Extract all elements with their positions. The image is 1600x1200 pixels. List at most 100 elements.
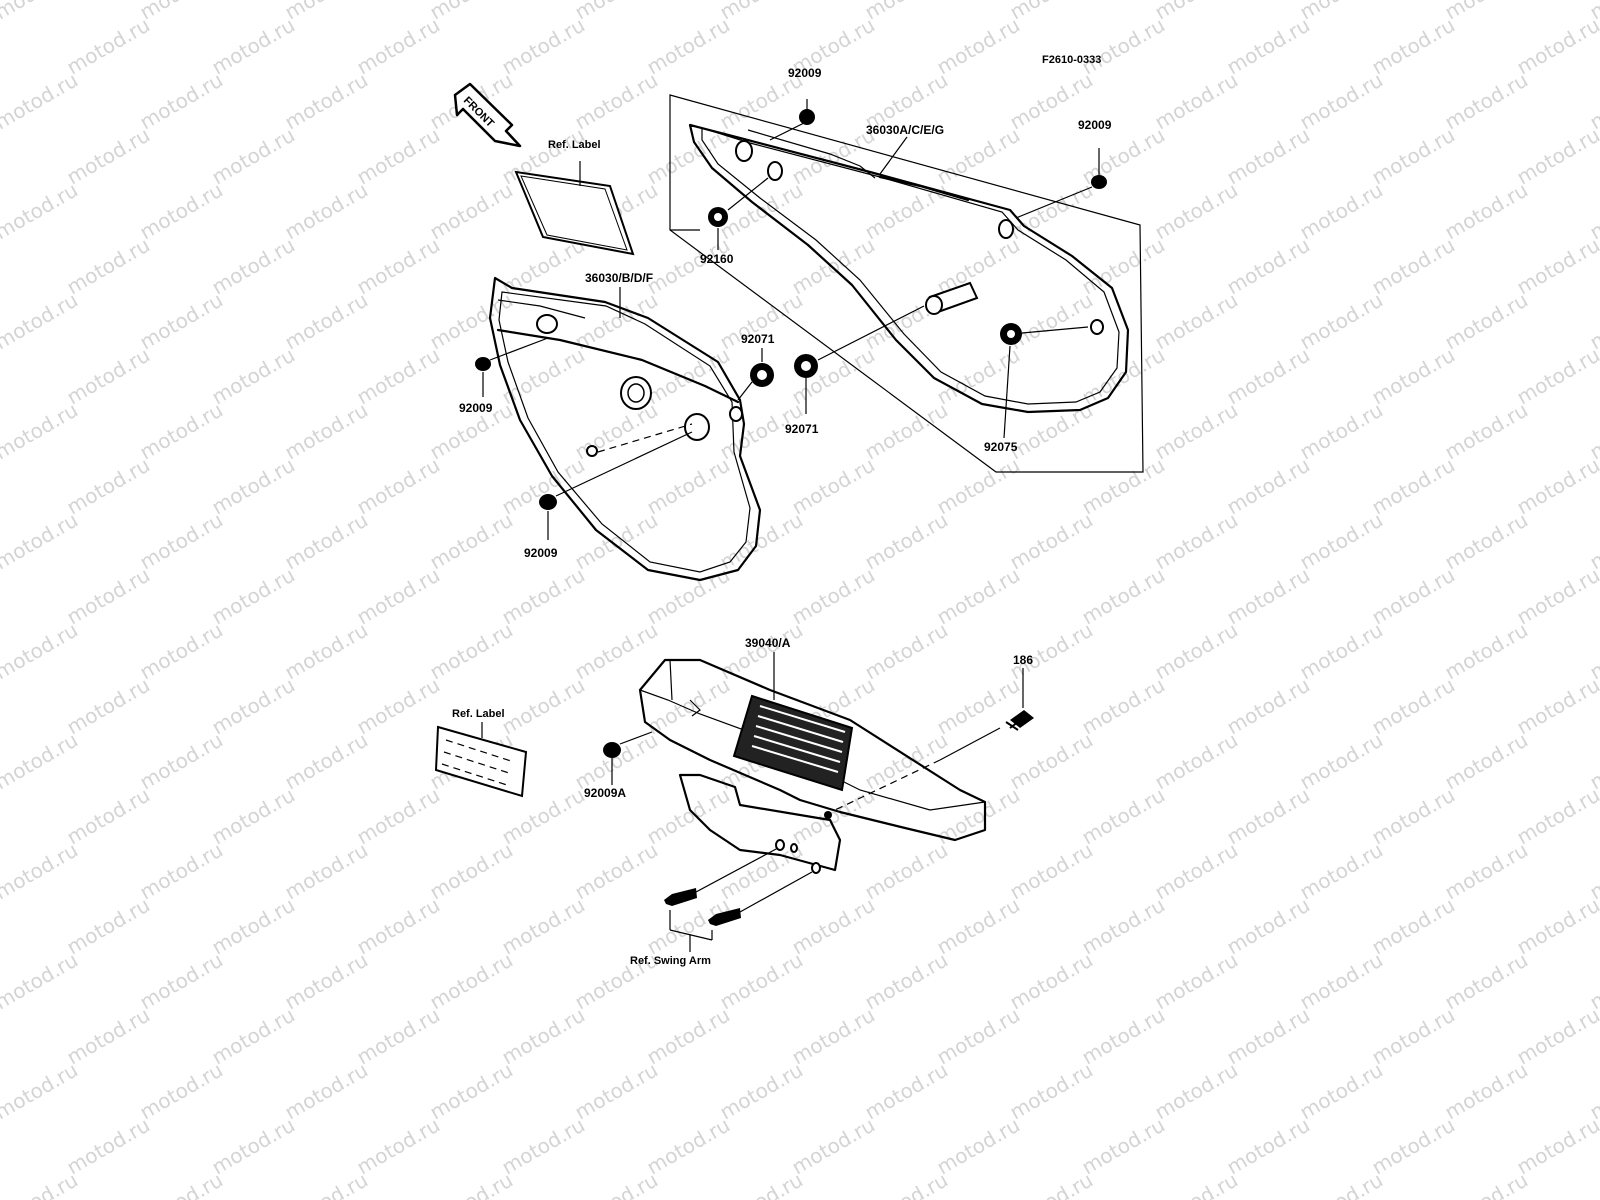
watermark-text: motod.ru <box>933 123 1024 190</box>
watermark-text: motod.ru <box>136 618 227 685</box>
watermark-text: motod.ru <box>208 453 299 520</box>
watermark-text: motod.ru <box>933 13 1024 80</box>
watermark-text: motod.ru <box>571 618 662 685</box>
watermark-text: motod.ru <box>571 1168 662 1200</box>
watermark-text: motod.ru <box>933 453 1024 520</box>
watermark-text: motod.ru <box>1296 838 1387 905</box>
watermark-text: motod.ru <box>1513 123 1600 190</box>
watermark-text: motod.ru <box>643 783 734 850</box>
watermark-text: motod.ru <box>208 1003 299 1070</box>
watermark-text: motod.ru <box>1078 123 1169 190</box>
watermark-text: motod.ru <box>281 508 372 575</box>
watermark-text: motod.ru <box>1441 398 1532 465</box>
watermark-text: motod.ru <box>1223 783 1314 850</box>
watermark-text: motod.ru <box>1151 288 1242 355</box>
watermark-text: motod.ru <box>933 343 1024 410</box>
watermark-text: motod.ru <box>208 1113 299 1180</box>
grommet-92071-lower-icon <box>794 354 818 414</box>
label-92009-left: 92009 <box>459 401 493 415</box>
watermark-text: motod.ru <box>1223 343 1314 410</box>
watermark-text: motod.ru <box>281 618 372 685</box>
watermark-text: motod.ru <box>1006 948 1097 1015</box>
watermark-text: motod.ru <box>571 288 662 355</box>
watermark-text: motod.ru <box>498 1113 589 1180</box>
watermark-text: motod.ru <box>281 1168 372 1200</box>
watermark-text: motod.ru <box>281 398 372 465</box>
label-92009-right: 92009 <box>1078 118 1112 132</box>
watermark-text: motod.ru <box>643 893 734 960</box>
watermark-text: motod.ru <box>0 1058 82 1125</box>
watermark-text: motod.ru <box>63 343 154 410</box>
watermark-text: motod.ru <box>1078 1113 1169 1180</box>
watermark-text: motod.ru <box>933 893 1024 960</box>
watermark-text: motod.ru <box>1078 233 1169 300</box>
chain-guard <box>638 658 987 874</box>
label-92009-top: 92009 <box>788 66 822 80</box>
watermark-text: motod.ru <box>0 1168 82 1200</box>
watermark-text: motod.ru <box>1151 508 1242 575</box>
watermark-text: motod.ru <box>1151 618 1242 685</box>
watermark-text: motod.ru <box>63 783 154 850</box>
watermark-text: motod.ru <box>1441 288 1532 355</box>
watermark-text: motod.ru <box>426 1058 517 1125</box>
label-36030aceg: 36030A/C/E/G <box>866 123 944 137</box>
label-92009-bottom: 92009 <box>524 546 558 560</box>
watermark-text: motod.ru <box>136 68 227 135</box>
ref-label-sticker-bottom <box>434 722 528 798</box>
watermark-text: motod.ru <box>1368 1003 1459 1070</box>
label-36030bdf: 36030/B/D/F <box>585 271 653 285</box>
watermark-text: motod.ru <box>788 1113 879 1180</box>
watermark-text: motod.ru <box>0 838 82 905</box>
watermark-text: motod.ru <box>571 728 662 795</box>
watermark-text: motod.ru <box>571 398 662 465</box>
watermark-text: motod.ru <box>0 178 82 245</box>
watermark-text: motod.ru <box>353 1113 444 1180</box>
watermark-text: motod.ru <box>1006 288 1097 355</box>
side-cover-right <box>688 123 1130 414</box>
watermark-text: motod.ru <box>1296 948 1387 1015</box>
watermark-text: motod.ru <box>1151 178 1242 245</box>
watermark-text: motod.ru <box>1513 1113 1600 1180</box>
cover-frame-right <box>669 94 1144 473</box>
watermark-text: motod.ru <box>1296 0 1387 24</box>
watermark-text: motod.ru <box>1368 783 1459 850</box>
watermark-text: motod.ru <box>643 233 734 300</box>
watermark-text: motod.ru <box>1151 398 1242 465</box>
watermark-text: motod.ru <box>861 618 952 685</box>
ref-label-sticker-top <box>514 161 635 256</box>
watermark-text: motod.ru <box>353 233 444 300</box>
watermark-text: motod.ru <box>1368 893 1459 960</box>
watermark-text: motod.ru <box>208 233 299 300</box>
bolt-92009-top-icon <box>769 99 815 141</box>
watermark-text: motod.ru <box>1006 178 1097 245</box>
label-ref-label-top: Ref. Label <box>548 139 601 151</box>
nut-92160-icon <box>708 177 769 250</box>
watermark-text: motod.ru <box>1151 948 1242 1015</box>
watermark-text: motod.ru <box>1223 123 1314 190</box>
nut-92075-icon <box>1000 323 1089 439</box>
watermark-text: motod.ru <box>1078 453 1169 520</box>
watermark-text: motod.ru <box>1006 838 1097 905</box>
watermark-text: motod.ru <box>571 1058 662 1125</box>
watermark-text: motod.ru <box>1078 13 1169 80</box>
bolt-92009-bottom-icon <box>539 423 693 540</box>
watermark-text: motod.ru <box>1151 728 1242 795</box>
watermark-text: motod.ru <box>643 453 734 520</box>
watermark-text: motod.ru <box>716 508 807 575</box>
watermark-text: motod.ru <box>136 1168 227 1200</box>
watermark-text: motod.ru <box>136 398 227 465</box>
grommet-guide-line <box>817 305 925 361</box>
watermark-text: motod.ru <box>861 948 952 1015</box>
watermark-text: motod.ru <box>716 618 807 685</box>
watermark-text: motod.ru <box>1513 13 1600 80</box>
watermark-text: motod.ru <box>1513 1003 1600 1070</box>
watermark-text: motod.ru <box>716 1058 807 1125</box>
watermark-text: motod.ru <box>716 1168 807 1200</box>
watermark-text: motod.ru <box>1296 178 1387 245</box>
diagram-code: F2610-0333 <box>1042 54 1101 66</box>
watermark-text: motod.ru <box>0 68 82 135</box>
watermark-text: motod.ru <box>353 13 444 80</box>
watermark-text: motod.ru <box>136 728 227 795</box>
watermark-text: motod.ru <box>1223 453 1314 520</box>
